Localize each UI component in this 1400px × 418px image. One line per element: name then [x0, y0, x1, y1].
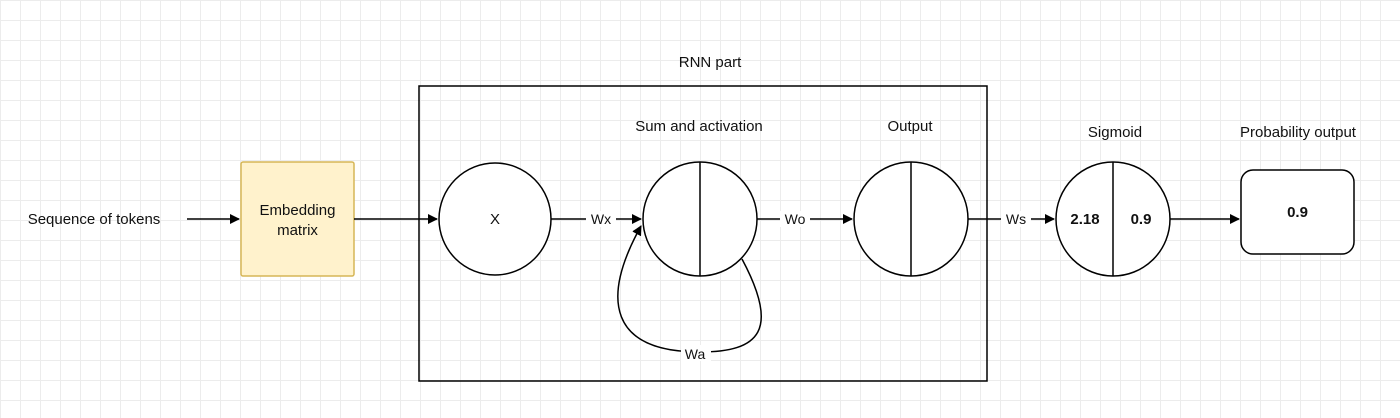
- wa-label-bg: [681, 345, 711, 361]
- wx-label-bg: [586, 211, 616, 227]
- embedding-matrix-label-line1: Embedding: [260, 202, 336, 219]
- probability-output-title: Probability output: [1240, 124, 1357, 141]
- ws-label-bg: [1001, 211, 1031, 227]
- probability-output-value: 0.9: [1287, 204, 1308, 221]
- output-title: Output: [887, 118, 933, 135]
- wa-label: Wa: [685, 346, 706, 362]
- wo-label-bg: [780, 211, 810, 227]
- sum-activation-title: Sum and activation: [635, 118, 763, 135]
- rnn-part-title: RNN part: [679, 54, 742, 71]
- x-node-label: X: [490, 211, 500, 228]
- probability-output-box: [1240, 169, 1355, 255]
- sigmoid-output-value: 0.9: [1131, 211, 1152, 228]
- ws-label: Ws: [1006, 211, 1026, 227]
- sigmoid-title: Sigmoid: [1088, 124, 1142, 141]
- wo-label: Wo: [785, 211, 806, 227]
- embedding-matrix-box: [240, 161, 355, 277]
- embedding-matrix-label-line2: matrix: [277, 222, 318, 239]
- sigmoid-input-value: 2.18: [1070, 211, 1099, 228]
- input-sequence-label: Sequence of tokens: [28, 211, 161, 228]
- wx-label: Wx: [591, 211, 611, 227]
- rnn-part-box: [418, 85, 988, 382]
